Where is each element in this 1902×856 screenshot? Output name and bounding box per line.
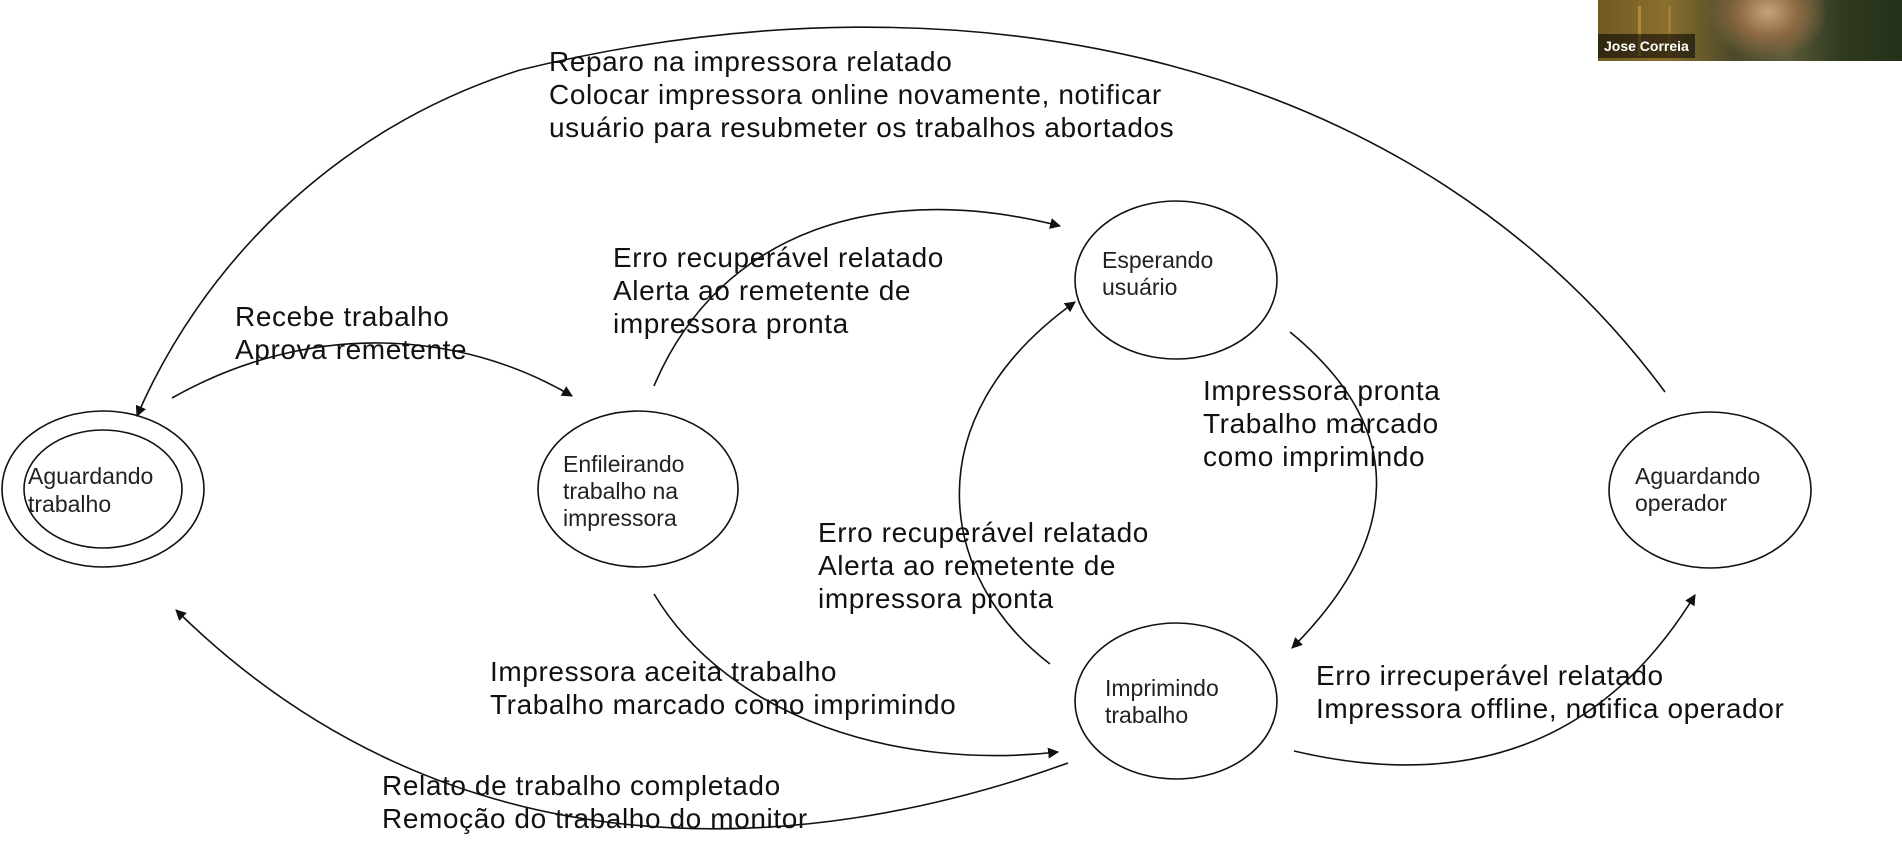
arrow-reparo bbox=[135, 26, 1666, 418]
state-imprimindo: Imprimindo trabalho bbox=[1074, 622, 1278, 780]
participant-video bbox=[1708, 0, 1828, 61]
state-ring bbox=[1608, 411, 1812, 569]
participant-video-tile[interactable]: Jose Correia bbox=[1598, 0, 1902, 61]
state-outer-ring bbox=[1, 410, 205, 568]
transition-label-erro-recuperavel-mid: Erro recuperável relatado Alerta ao reme… bbox=[818, 517, 1157, 614]
transition-label-relato: Relato de trabalho completado Remoção do… bbox=[382, 770, 808, 834]
transition-label-impressora-pronta: Impressora pronta Trabalho marcado como … bbox=[1203, 375, 1449, 472]
state-ring bbox=[537, 410, 739, 568]
transition-label-recebe: Recebe trabalho Aprova remetente bbox=[235, 301, 467, 365]
transition-label-erro-irrecuperavel: Erro irrecuperável relatado Impressora o… bbox=[1316, 660, 1784, 724]
arrow-erro-recuperavel-mid bbox=[958, 301, 1076, 665]
state-label: Imprimindo trabalho bbox=[1105, 675, 1225, 728]
arrow-relato bbox=[175, 609, 1069, 830]
arrow-erro-irrecuperavel bbox=[1293, 594, 1696, 766]
arrow-erro-recuperavel-top bbox=[653, 208, 1062, 387]
state-label: Aguardando operador bbox=[1635, 463, 1767, 516]
transition-label-erro-recuperavel-top: Erro recuperável relatado Alerta ao reme… bbox=[613, 242, 952, 339]
state-enfileirando: Enfileirando trabalho na impressora bbox=[537, 410, 739, 568]
state-label: Enfileirando trabalho na impressora bbox=[563, 451, 691, 531]
transition-label-aceita: Impressora aceita trabalho Trabalho marc… bbox=[490, 656, 956, 720]
arrow-impressora-pronta bbox=[1289, 331, 1378, 649]
state-label: Aguardando trabalho bbox=[28, 463, 160, 517]
state-ring bbox=[1074, 200, 1278, 360]
arrow-aceita bbox=[653, 593, 1060, 759]
participant-name-label: Jose Correia bbox=[1598, 34, 1695, 58]
state-label: Esperando usuário bbox=[1102, 247, 1220, 300]
video-background bbox=[1668, 6, 1671, 56]
state-esperando-usuario: Esperando usuário bbox=[1074, 200, 1278, 360]
state-ring bbox=[1074, 622, 1278, 780]
arrow-recebe bbox=[171, 342, 573, 399]
video-background bbox=[1638, 6, 1641, 56]
state-aguardando-trabalho: Aguardando trabalho bbox=[1, 410, 205, 568]
state-inner-ring bbox=[23, 429, 183, 549]
transition-label-reparo: Reparo na impressora relatado Colocar im… bbox=[549, 46, 1174, 143]
state-aguardando-operador: Aguardando operador bbox=[1608, 411, 1812, 569]
